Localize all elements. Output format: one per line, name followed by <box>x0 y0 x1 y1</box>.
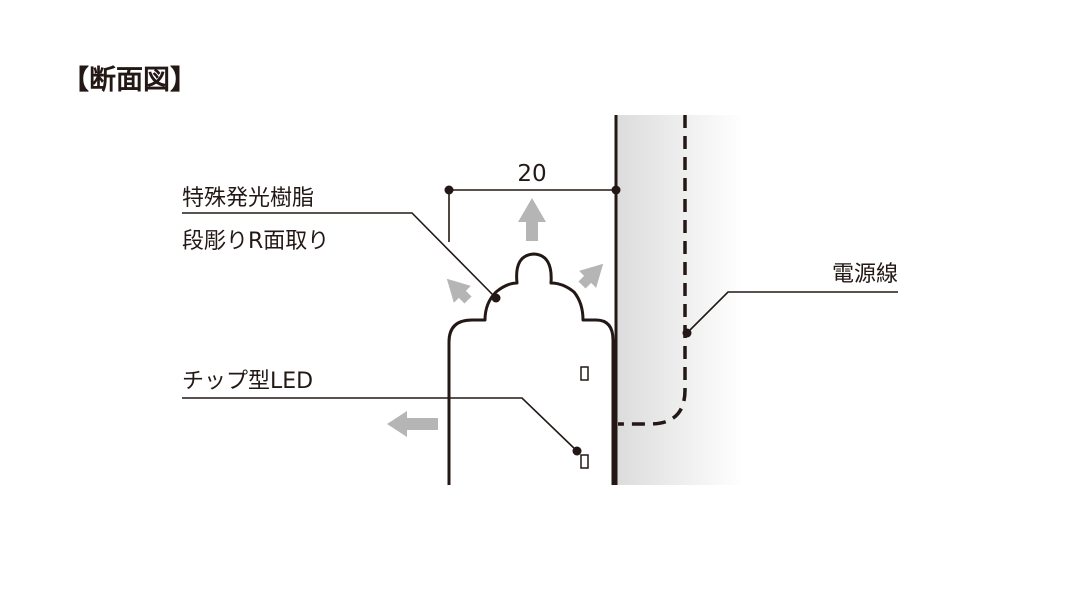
light-arrow-up-right <box>578 263 604 289</box>
wall-shading <box>617 115 743 485</box>
led-leader-line <box>182 397 578 452</box>
chip-led-upper <box>580 366 589 381</box>
dimension-value: 20 <box>517 161 546 187</box>
dimension-endpoint-right <box>611 185 621 195</box>
resin-leader-line <box>182 212 497 299</box>
sign-body-outline <box>447 252 615 485</box>
led-label: チップ型LED <box>182 369 313 394</box>
led-leader-dot <box>572 446 582 456</box>
chamfer-label: 段彫りR面取り <box>182 229 329 254</box>
light-arrow-left <box>387 411 438 437</box>
cable-leader-line <box>686 291 898 334</box>
power-cable-line <box>618 115 687 426</box>
light-arrow-up <box>518 198 546 241</box>
chip-led-lower <box>580 454 589 469</box>
diagram-title: 【断面図】 <box>62 65 197 96</box>
cable-label: 電源線 <box>832 262 898 287</box>
resin-leader-dot <box>491 293 501 303</box>
cable-leader-dot <box>682 328 692 338</box>
light-arrow-up-left <box>446 278 472 304</box>
resin-label: 特殊発光樹脂 <box>182 186 314 211</box>
dimension-endpoint-left <box>444 185 454 195</box>
